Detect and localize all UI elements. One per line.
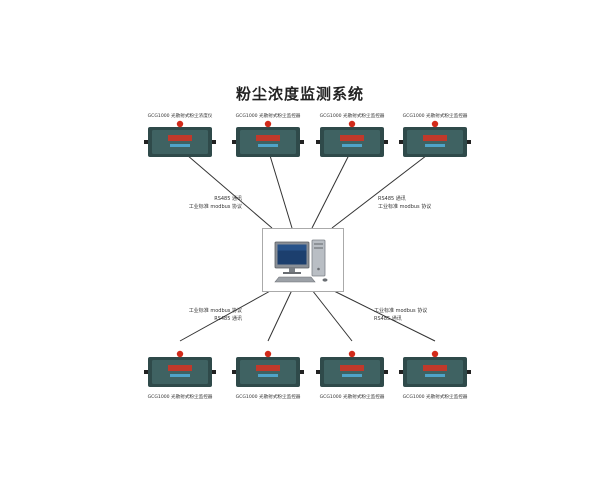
top-device-label-3: GCG1000 光散射式粉尘监控器 — [319, 114, 385, 119]
bottom-device-label-2: GCG1000 光散射式粉尘监控器 — [235, 395, 301, 400]
link-label-top-right-line1: RS485 通讯 — [378, 196, 406, 202]
link-label-top-right: RS485 通讯 工业标准 modbus 协议 — [378, 195, 431, 211]
link-label-top-left: RS485 通讯 工业标准 modbus 协议 — [150, 195, 242, 211]
connection-line-bottom-2 — [267, 289, 293, 342]
connection-line-top-1 — [179, 148, 273, 229]
link-label-top-left-line1: RS485 通讯 — [214, 196, 242, 202]
dust-monitor-icon-bottom-3 — [316, 350, 388, 387]
top-device-label-4: GCG1000 光散射式粉尘监控器 — [402, 114, 468, 119]
bottom-device-label-4: GCG1000 光散射式粉尘监控器 — [402, 395, 468, 400]
dust-monitor-icon-bottom-4 — [399, 350, 471, 387]
link-label-top-right-line2: 工业标准 modbus 协议 — [378, 204, 432, 210]
diagram-title: 粉尘浓度监测系统 — [235, 85, 364, 103]
bottom-device-label-3: GCG1000 光散射式粉尘监控器 — [319, 395, 385, 400]
link-label-bottom-right-line2: RS485 通讯 — [374, 316, 402, 322]
connection-line-top-3 — [311, 148, 353, 229]
dust-monitor-icon-top-3 — [316, 120, 388, 157]
connection-line-bottom-3 — [311, 289, 353, 342]
link-label-bottom-left: 工业标准 modbus 协议 RS485 通讯 — [150, 307, 242, 323]
dust-monitor-icon-bottom-1 — [144, 350, 216, 387]
central-computer — [262, 228, 344, 292]
top-device-label-2: GCG1000 光散射式粉尘监控器 — [235, 114, 301, 119]
link-label-top-left-line2: 工业标准 modbus 协议 — [188, 204, 242, 210]
dust-monitor-icon-top-2 — [232, 120, 304, 157]
link-label-bottom-left-line2: RS485 通讯 — [214, 316, 242, 322]
top-device-label-1: GCG1000 光散射式粉尘浓度仪 — [147, 114, 213, 119]
desktop-computer-icon — [274, 239, 328, 283]
link-label-bottom-right: 工业标准 modbus 协议 RS485 通讯 — [374, 307, 427, 323]
dust-monitor-icon-top-1 — [144, 120, 216, 157]
connection-line-top-2 — [267, 148, 293, 229]
link-label-bottom-right-line1: 工业标准 modbus 协议 — [374, 308, 428, 314]
dust-monitor-icon-top-4 — [399, 120, 471, 157]
bottom-device-label-1: GCG1000 光散射式粉尘监控器 — [147, 395, 213, 400]
dust-monitor-icon-bottom-2 — [232, 350, 304, 387]
link-label-bottom-left-line1: 工业标准 modbus 协议 — [188, 308, 242, 314]
connection-line-bottom-1 — [179, 289, 273, 342]
connection-line-top-4 — [331, 148, 436, 229]
connection-line-bottom-4 — [331, 289, 436, 342]
